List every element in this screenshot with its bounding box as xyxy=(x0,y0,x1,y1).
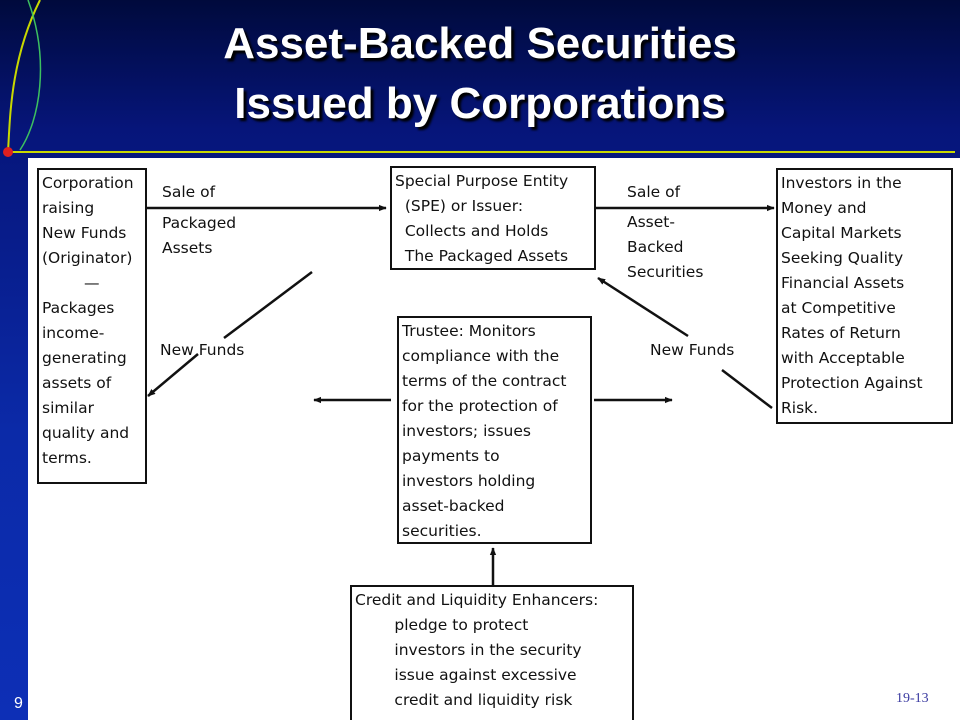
investors-line: Seeking Quality xyxy=(781,249,904,267)
trustee-line: payments to xyxy=(402,447,500,465)
enhancers-line: credit and liquidity risk xyxy=(355,691,573,709)
trustee-box: Trustee: Monitors compliance with the te… xyxy=(397,316,592,544)
spe-line: (SPE) or Issuer: xyxy=(395,197,524,215)
originator-line: income- xyxy=(42,324,105,342)
originator-line: (Originator) xyxy=(42,249,133,267)
trustee-line: asset-backed xyxy=(402,497,505,515)
slide-number-left: 9 - 13 xyxy=(14,695,55,712)
originator-line: Packages xyxy=(42,299,115,317)
investors-line: Investors in the xyxy=(781,174,902,192)
label-line: Sale of xyxy=(162,183,216,201)
spe-line: Collects and Holds xyxy=(395,222,549,240)
accent-dot xyxy=(3,147,13,157)
enhancers-line: investors in the security xyxy=(355,641,582,659)
label-line: Sale of xyxy=(627,183,681,201)
label-sale-packaged: Sale of xyxy=(162,180,215,205)
investors-line: Money and xyxy=(781,199,867,217)
investors-line: Rates of Return xyxy=(781,324,901,342)
trustee-line: terms of the contract xyxy=(402,372,567,390)
investors-line: Financial Assets xyxy=(781,274,905,292)
slide-number-right: 19-13 xyxy=(896,691,929,706)
investors-line: at Competitive xyxy=(781,299,896,317)
diagram-arrows xyxy=(146,204,775,586)
arrow-new-funds-left-upper xyxy=(223,271,313,339)
trustee-line: for the protection of xyxy=(402,397,558,415)
originator-line: raising xyxy=(42,199,95,217)
label-packaged-assets: Packaged Assets xyxy=(162,211,236,261)
trustee-line: investors; issues xyxy=(402,422,531,440)
spe-line: Special Purpose Entity xyxy=(395,172,569,190)
spe-box: Special Purpose Entity (SPE) or Issuer: … xyxy=(390,166,596,270)
spe-line: The Packaged Assets xyxy=(395,247,569,265)
arrow-new-funds-right-upper xyxy=(597,276,689,338)
originator-line: New Funds xyxy=(42,224,127,242)
originator-line: similar xyxy=(42,399,94,417)
investors-line: Risk. xyxy=(781,399,819,417)
enhancers-line: Credit and Liquidity Enhancers: xyxy=(355,591,599,609)
arrow-new-funds-right-lower xyxy=(721,369,773,409)
originator-line: — xyxy=(84,274,100,292)
originator-line: Corporation xyxy=(42,174,134,192)
label-new-funds-right: New Funds xyxy=(650,341,735,359)
arrow-new-funds-left-lower xyxy=(147,353,199,397)
investors-line: Capital Markets xyxy=(781,224,902,242)
investors-line: Protection Against xyxy=(781,374,923,392)
label-asset-backed-securities: Asset- Backed Securities xyxy=(627,210,703,285)
originator-box: Corporation raising New Funds (Originato… xyxy=(37,168,147,484)
title-line-1: Asset-Backed Securities xyxy=(223,19,737,68)
trustee-line: securities. xyxy=(402,522,482,540)
enhancers-line: pledge to protect xyxy=(355,616,529,634)
originator-line: quality and xyxy=(42,424,130,442)
label-line: Asset- xyxy=(627,213,675,231)
originator-line: generating xyxy=(42,349,127,367)
enhancers-line: issue against excessive xyxy=(355,666,577,684)
investors-line: with Acceptable xyxy=(781,349,905,367)
label-line: Packaged xyxy=(162,214,237,232)
enhancers-box: Credit and Liquidity Enhancers: pledge t… xyxy=(350,585,634,720)
label-line: Securities xyxy=(627,263,704,281)
diagram-panel: Corporation raising New Funds (Originato… xyxy=(28,158,960,720)
slide-title: Asset-Backed Securities Issued by Corpor… xyxy=(60,14,900,134)
label-line: Backed xyxy=(627,238,684,256)
label-line: Assets xyxy=(162,239,213,257)
title-line-2: Issued by Corporations xyxy=(234,79,726,128)
label-sale-abs: Sale of xyxy=(627,180,680,205)
label-new-funds-left: New Funds xyxy=(160,341,245,359)
trustee-line: Trustee: Monitors xyxy=(402,322,536,340)
originator-line: terms. xyxy=(42,449,92,467)
trustee-line: compliance with the xyxy=(402,347,560,365)
originator-line: assets of xyxy=(42,374,112,392)
investors-box: Investors in the Money and Capital Marke… xyxy=(776,168,953,424)
trustee-line: investors holding xyxy=(402,472,536,490)
